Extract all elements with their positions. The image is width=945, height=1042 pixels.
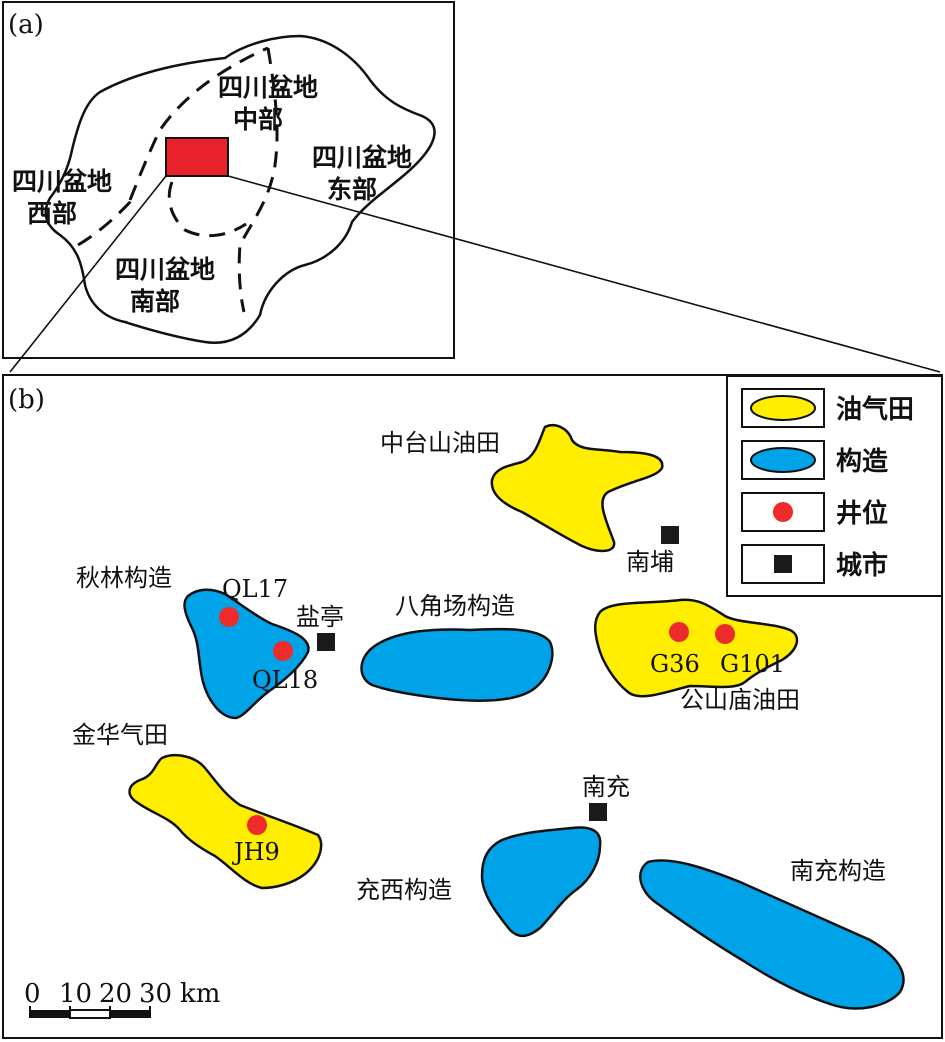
field-jinhua — [128, 754, 323, 890]
legend: 油气田 构造 井位 城市 — [726, 375, 943, 597]
city-nanchong — [589, 803, 607, 821]
west-south-boundary — [77, 198, 134, 247]
panel-b-tag: (b) — [8, 385, 45, 415]
region-central-line2: 中部 — [233, 105, 283, 134]
legend-label-city: 城市 — [836, 550, 888, 581]
legend-label-structure: 构造 — [836, 447, 888, 477]
region-central-line1: 四川盆地 — [218, 73, 318, 102]
scale-tick-30: 30 — [139, 979, 172, 1009]
well-ql18 — [273, 641, 293, 661]
panel-b-frame — [2, 374, 943, 1039]
zoom-line-left — [9, 175, 167, 373]
region-west-line2: 西部 — [27, 199, 77, 228]
scale-tick-0: 0 — [24, 979, 41, 1009]
label-city-nanchong: 南充 — [582, 773, 630, 801]
well-g36 — [669, 622, 689, 642]
region-south-line2: 南部 — [130, 287, 180, 316]
label-bajiaochang: 八角场构造 — [395, 592, 515, 620]
structure-chongxi — [480, 826, 602, 938]
panel-a-tag: (a) — [8, 10, 44, 40]
scale-seg-1 — [30, 1010, 70, 1018]
central-east-boundary — [237, 47, 279, 313]
scale-tick-10: 10 — [59, 979, 92, 1009]
central-south-boundary — [167, 181, 247, 238]
basin-outline — [44, 34, 436, 344]
legend-swatch-field — [750, 395, 816, 421]
structure-qiulin — [183, 588, 310, 720]
region-boundaries — [77, 46, 279, 313]
field-gongshanmiao — [594, 598, 799, 698]
label-zhongtaishan: 中台山油田 — [380, 429, 500, 457]
well-ql17 — [219, 607, 239, 627]
label-city-nanbu: 南埔 — [626, 548, 674, 576]
scale-seg-2 — [69, 1009, 111, 1019]
structure-nanchong — [639, 859, 905, 1010]
panel-a-frame — [2, 1, 455, 359]
scale-seg-3 — [110, 1010, 150, 1018]
legend-swatch-well — [773, 502, 793, 522]
well-jh9 — [247, 815, 267, 835]
label-well-ql18: QL18 — [252, 666, 318, 694]
legend-label-well: 井位 — [836, 498, 888, 529]
legend-swatch-city — [774, 555, 792, 573]
region-west-line1: 四川盆地 — [12, 167, 112, 196]
field-zhongtaishan — [490, 423, 664, 553]
city-yanting — [317, 633, 335, 651]
legend-swatch-structure — [750, 447, 816, 473]
label-gongshanmiao: 公山庙油田 — [680, 686, 800, 714]
label-well-g36: G36 — [650, 650, 700, 678]
region-south-line1: 四川盆地 — [115, 255, 215, 284]
label-well-g101: G101 — [720, 650, 785, 678]
well-g101 — [715, 624, 735, 644]
label-well-ql17: QL17 — [222, 575, 288, 603]
label-well-jh9: JH9 — [231, 838, 280, 866]
city-nanbu — [661, 526, 679, 544]
structure-bajiaochang — [360, 627, 554, 702]
zoom-line-right — [227, 175, 941, 373]
region-east-line2: 东部 — [327, 175, 377, 204]
label-chongxi: 充西构造 — [356, 876, 452, 904]
region-east-line1: 四川盆地 — [312, 143, 412, 172]
scale-bar: 0 10 20 30 km — [24, 979, 220, 1019]
label-nanchong-structure: 南充构造 — [790, 857, 886, 885]
study-area-rect — [165, 137, 229, 177]
legend-label-field: 油气田 — [836, 394, 914, 425]
label-city-yanting: 盐亭 — [296, 603, 344, 631]
central-west-boundary — [128, 46, 269, 201]
label-jinhua: 金华气田 — [72, 721, 168, 749]
scale-unit: km — [180, 979, 220, 1009]
scale-tick-20: 20 — [99, 979, 132, 1009]
label-qiulin: 秋林构造 — [76, 564, 172, 592]
